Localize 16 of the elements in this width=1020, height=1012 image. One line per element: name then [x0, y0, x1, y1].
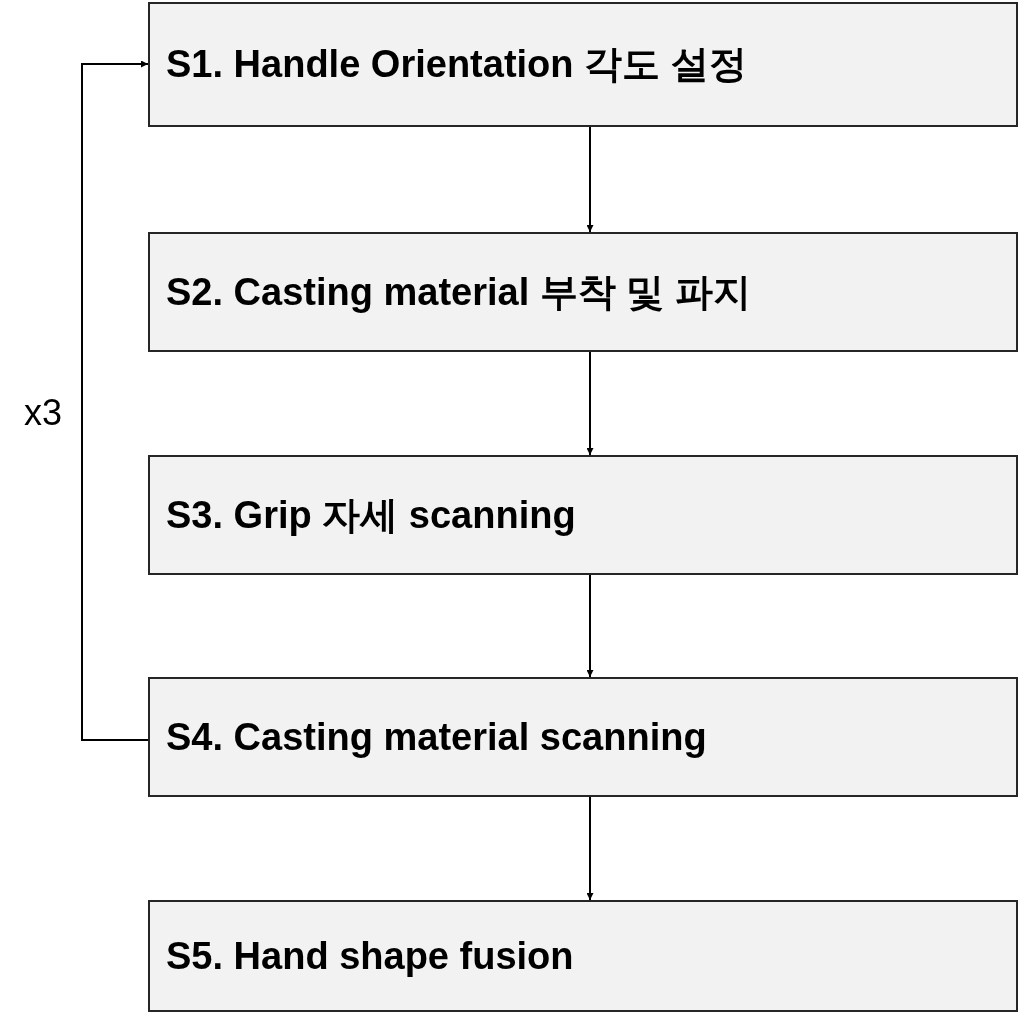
process-box — [148, 677, 1018, 797]
arrow — [586, 351, 594, 456]
arrow — [586, 796, 594, 901]
arrow — [81, 60, 149, 741]
step-label: S3. Grip 자세 scanning — [166, 492, 576, 538]
process-box — [148, 900, 1018, 1012]
process-box — [148, 455, 1018, 575]
arrow — [586, 574, 594, 678]
step-label: S4. Casting material scanning — [166, 714, 707, 760]
process-box — [148, 2, 1018, 127]
step-label: S1. Handle Orientation 각도 설정 — [166, 42, 747, 87]
arrow — [586, 126, 594, 233]
step-label: S5. Hand shape fusion — [166, 933, 574, 979]
repeat-count: x3 — [24, 391, 63, 435]
process-box — [148, 232, 1018, 352]
step-label: S2. Casting material 부착 및 파지 — [166, 269, 751, 315]
